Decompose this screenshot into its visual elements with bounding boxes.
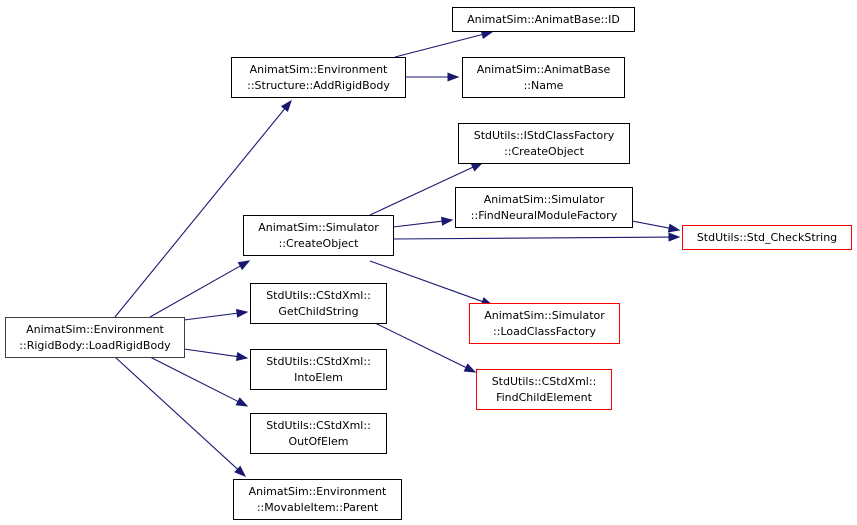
edge-line [149,264,242,318]
node-box [458,123,630,164]
arrowhead-icon [235,352,249,361]
arrowhead-icon [234,465,247,477]
node-addrigidbody[interactable]: AnimatSim::Environment::Structure::AddRi… [231,57,406,98]
node-label-line: AnimatSim::Environment [26,323,164,336]
arrowhead-icon [470,162,484,172]
node-istdclassfactory-createobject[interactable]: StdUtils::IStdClassFactory::CreateObject [458,123,630,164]
edge-loadrigidbody-to-outofelem [149,356,249,407]
edge-line [149,356,240,403]
node-label-line: AnimatSim::Simulator [484,309,605,322]
edge-line [392,236,671,240]
node-label-line: ::FindNeuralModuleFactory [471,209,618,222]
edge-addrigidbody-to-animatbase-name [405,72,460,82]
arrowhead-icon [668,232,681,242]
node-label-line: StdUtils::IStdClassFactory [474,129,615,142]
arrowhead-icon [667,223,681,233]
node-simulator-createobject[interactable]: AnimatSim::Simulator::CreateObject [243,215,394,256]
node-label-line: ::RigidBody::LoadRigidBody [19,339,171,352]
edge-line [114,107,286,318]
node-box [250,413,387,454]
node-box [250,283,387,324]
node-label-line: GetChildString [278,305,358,318]
arrowhead-icon [235,397,249,407]
edge-loadrigidbody-to-simulator-createobject [149,260,251,318]
edge-simulator-createobject-to-std-checkstring [392,232,681,242]
arrowhead-icon [463,363,477,373]
edge-line [392,220,444,228]
node-box [455,187,633,228]
edge-line [183,312,239,321]
arrowhead-icon [447,72,460,82]
arrowhead-icon [237,260,251,271]
edge-loadrigidbody-to-addrigidbody [114,99,292,318]
node-intoelem[interactable]: StdUtils::CStdXml::IntoElem [250,349,387,390]
node-label-line: AnimatSim::Environment [249,485,387,498]
arrowhead-icon [236,308,249,318]
node-box [682,225,852,250]
node-box [469,303,620,344]
node-movableitem-parent[interactable]: AnimatSim::Environment::MovableItem::Par… [233,479,402,520]
node-loadclassfactory[interactable]: AnimatSim::Simulator::LoadClassFactory [469,303,620,344]
arrowhead-icon [280,99,292,112]
node-label-line: StdUtils::CStdXml:: [492,375,597,388]
node-label-line: ::CreateObject [279,237,359,250]
edge-line [374,322,468,369]
edge-loadrigidbody-to-intoelem [183,348,249,361]
node-box [243,215,394,256]
edge-simulator-createobject-to-loadclassfactory [369,260,494,306]
node-label-line: AnimatSim::AnimatBase::ID [467,13,620,26]
edge-loadrigidbody-to-movableitem-parent [114,356,247,477]
node-box [233,479,402,520]
node-label-line: OutOfElem [289,435,349,448]
node-label-line: StdUtils::CStdXml:: [266,419,371,432]
node-label-line: ::Name [524,79,564,92]
node-label-line: AnimatSim::Simulator [484,193,605,206]
node-loadrigidbody[interactable]: AnimatSim::Environment::RigidBody::LoadR… [5,317,185,358]
edge-addrigidbody-to-animatbase-id [394,30,494,58]
node-animatbase-id[interactable]: AnimatSim::AnimatBase::ID [452,7,635,32]
node-box [476,369,612,410]
edge-simulator-createobject-to-findneuralmodulefactory [392,216,454,228]
node-animatbase-name[interactable]: AnimatSim::AnimatBase::Name [462,57,625,98]
edge-loadrigidbody-to-getchildstring [183,308,249,321]
edge-line [631,220,671,229]
edge-line [369,166,475,216]
edge-line [183,348,239,358]
node-label-line: AnimatSim::Simulator [258,221,379,234]
node-getchildstring[interactable]: StdUtils::CStdXml::GetChildString [250,283,387,324]
node-label-line: StdUtils::Std_CheckString [697,231,837,244]
node-label-line: ::LoadClassFactory [493,325,596,338]
edge-line [394,33,484,58]
node-box [231,57,406,98]
node-findchildelement[interactable]: StdUtils::CStdXml::FindChildElement [476,369,612,410]
node-label-line: StdUtils::CStdXml:: [266,355,371,368]
edge-getchildstring-to-findchildelement [374,322,477,373]
arrowhead-icon [441,216,454,226]
node-label-line: StdUtils::CStdXml:: [266,289,371,302]
node-label-line: ::MovableItem::Parent [257,501,379,514]
edge-line [369,260,484,303]
node-box [462,57,625,98]
node-label-line: IntoElem [294,371,343,384]
node-label-line: ::CreateObject [504,145,584,158]
node-findneuralmodulefactory[interactable]: AnimatSim::Simulator::FindNeuralModuleFa… [455,187,633,228]
edge-findneuralmodulefactory-to-std-checkstring [631,220,681,233]
node-std-checkstring[interactable]: StdUtils::Std_CheckString [682,225,852,250]
node-outofelem[interactable]: StdUtils::CStdXml::OutOfElem [250,413,387,454]
node-label-line: FindChildElement [496,391,593,404]
node-label-line: AnimatSim::AnimatBase [477,63,611,76]
node-box [5,317,185,358]
node-box [452,7,635,32]
node-label-line: AnimatSim::Environment [250,63,388,76]
edge-line [114,356,239,471]
node-label-line: ::Structure::AddRigidBody [247,79,390,92]
node-box [250,349,387,390]
